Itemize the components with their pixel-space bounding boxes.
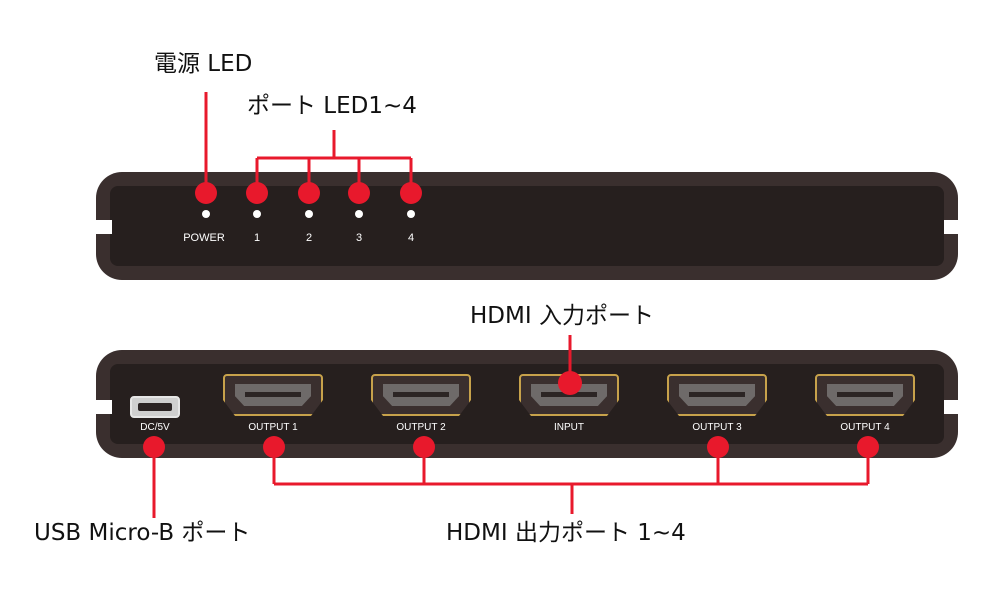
callout-port-leds: ポート LED1~4: [247, 93, 417, 119]
hdmi-output-1-icon: [223, 374, 323, 416]
port-led-1-icon: [253, 210, 261, 218]
hdmi-output-4-icon: [815, 374, 915, 416]
usb-micro-b-icon: [130, 396, 180, 418]
port-led-label-1: 1: [253, 232, 261, 244]
dc-5v-label: DC/5V: [140, 422, 170, 433]
power-label: POWER: [183, 232, 225, 244]
front-panel: [90, 172, 966, 280]
hdmi-output-2-icon: [371, 374, 471, 416]
port-label-output-3: OUTPUT 3: [692, 422, 742, 433]
callout-usb-port: USB Micro-B ポート: [34, 520, 251, 546]
callout-power-led: 電源 LED: [154, 51, 253, 77]
power-led-icon: [202, 210, 210, 218]
port-label-input: INPUT: [554, 422, 584, 433]
hdmi-output-3-icon: [667, 374, 767, 416]
port-led-label-3: 3: [355, 232, 363, 244]
callout-hdmi-outputs: HDMI 出力ポート 1~4: [446, 520, 686, 546]
port-led-label-4: 4: [407, 232, 415, 244]
port-label-output-1: OUTPUT 1: [248, 422, 298, 433]
port-label-output-2: OUTPUT 2: [396, 422, 446, 433]
port-led-2-icon: [305, 210, 313, 218]
port-label-output-4: OUTPUT 4: [840, 422, 890, 433]
port-led-4-icon: [407, 210, 415, 218]
hdmi-input-icon: [519, 374, 619, 416]
port-led-3-icon: [355, 210, 363, 218]
callout-hdmi-input: HDMI 入力ポート: [470, 303, 654, 329]
port-led-label-2: 2: [305, 232, 313, 244]
